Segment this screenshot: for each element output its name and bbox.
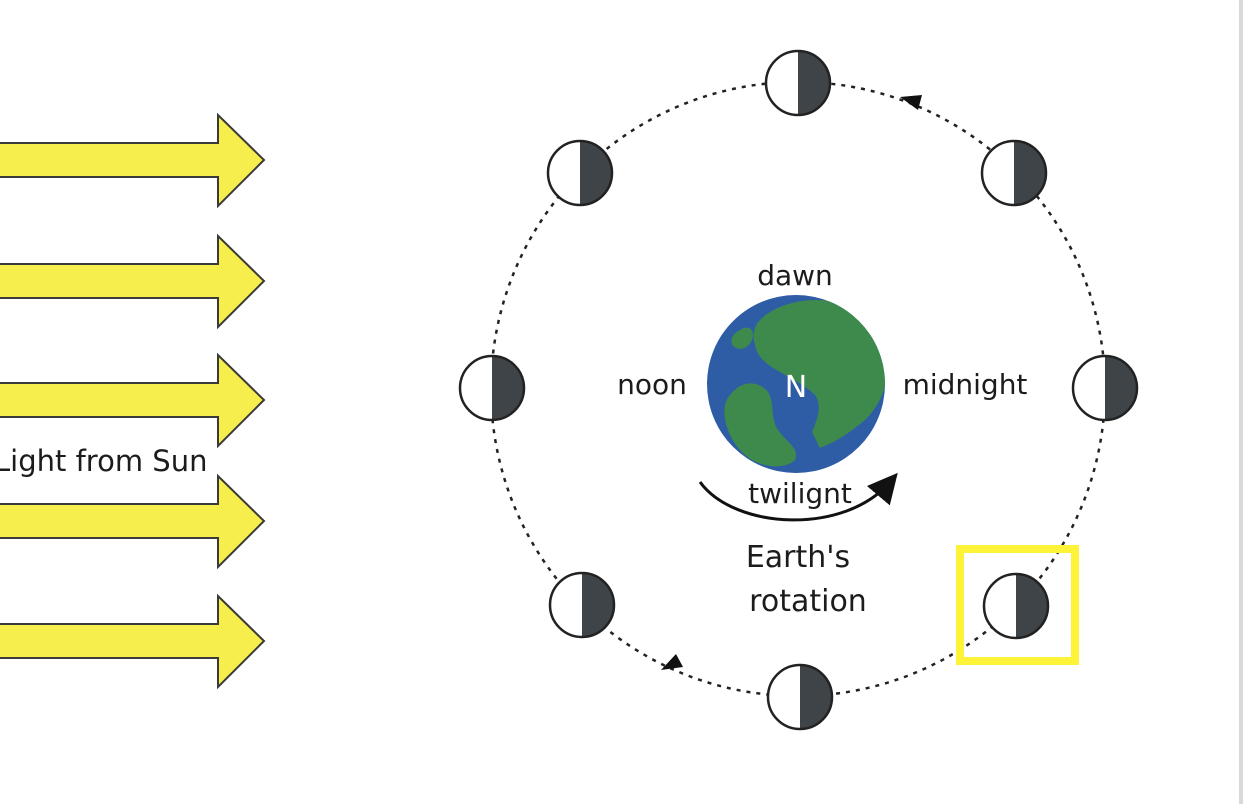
moon-left [458, 354, 526, 422]
earth-land [731, 327, 754, 349]
sunlight-arrow [0, 112, 266, 209]
earth-land [753, 300, 885, 448]
rotation-label-line2: rotation [749, 584, 867, 619]
earth-land [724, 383, 797, 467]
moon-upper-left [546, 139, 614, 207]
highlight-box [956, 545, 1079, 665]
north-pole-label: N [785, 370, 807, 405]
moons [458, 49, 1139, 731]
moon-lower-right[interactable] [982, 572, 1050, 640]
moon-top [764, 49, 832, 117]
earth-globe: N [707, 295, 885, 473]
moon-bottom [766, 663, 834, 731]
noon-label: noon [617, 368, 687, 401]
rotation-label-line1: Earth's [746, 540, 850, 575]
moon-right [1071, 354, 1139, 422]
earth-labels: dawn noon midnight twilignt Earth's rota… [617, 259, 1027, 619]
sunlight-arrow [0, 352, 266, 449]
sunlight-arrow [0, 593, 266, 690]
sunlight-arrow [0, 233, 266, 330]
orbit-direction-arrow [900, 95, 922, 110]
moon-lower-left [548, 571, 616, 639]
window-edge [1239, 0, 1243, 804]
sunlight-arrow [0, 473, 266, 570]
sunlight-arrows: Light from Sun [0, 112, 266, 690]
moon-upper-right [980, 139, 1048, 207]
twilight-label: twilignt [748, 477, 852, 510]
earth-rotation-arrow [698, 472, 898, 522]
dawn-label: dawn [757, 259, 833, 292]
sunlight-label: Light from Sun [0, 444, 207, 478]
orbit-direction-arrow [661, 654, 683, 670]
midnight-label: midnight [903, 368, 1028, 401]
